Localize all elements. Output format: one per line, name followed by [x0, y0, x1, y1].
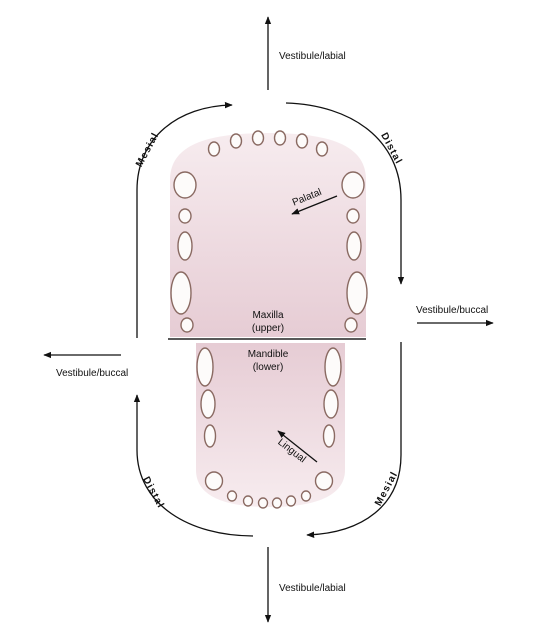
tooth-icon	[203, 424, 217, 448]
tooth-icon	[173, 171, 197, 199]
mesial-lower-label: Mesial	[373, 470, 400, 509]
tooth-icon	[251, 130, 265, 146]
maxilla-arch	[170, 130, 368, 337]
vestibule-labial-top-label: Vestibule/labial	[279, 51, 346, 62]
tooth-icon	[226, 490, 238, 502]
tooth-icon	[242, 495, 254, 507]
mesial-upper-label: Mesial	[134, 131, 161, 170]
tooth-icon	[257, 497, 269, 509]
vestibule-buccal-right-label: Vestibule/buccal	[416, 305, 488, 316]
tooth-icon	[322, 424, 336, 448]
mandible-arch	[196, 343, 345, 509]
tooth-icon	[295, 133, 309, 149]
distal-lower-label: Distal	[140, 475, 166, 511]
mandible-tongue-shape	[196, 343, 345, 507]
mandible-label: Mandible	[248, 349, 289, 360]
tooth-icon	[324, 347, 342, 387]
tooth-icon	[204, 471, 224, 491]
tooth-icon	[346, 271, 368, 315]
mesial-upper-arrow	[136, 101, 233, 338]
tooth-icon	[177, 231, 193, 261]
tooth-icon	[314, 471, 334, 491]
tooth-icon	[344, 317, 358, 333]
tooth-icon	[271, 497, 283, 509]
tooth-icon	[180, 317, 194, 333]
tooth-icon	[273, 130, 287, 146]
mesial-lower-arrow	[306, 342, 402, 538]
palatal-arrow	[291, 195, 338, 215]
tooth-icon	[346, 231, 362, 261]
tooth-icon	[323, 389, 339, 419]
tooth-icon	[207, 141, 221, 157]
tooth-icon	[178, 208, 192, 224]
vestibule-labial-bottom-label: Vestibule/labial	[279, 583, 346, 594]
tooth-icon	[200, 389, 216, 419]
maxilla-palate-shape	[170, 133, 366, 337]
tooth-icon	[285, 495, 297, 507]
tooth-icon	[196, 347, 214, 387]
tooth-icon	[229, 133, 243, 149]
mandible-sub-label: (lower)	[253, 362, 284, 373]
distal-lower-arrow	[133, 394, 254, 537]
distal-upper-arrow	[285, 102, 405, 285]
tooth-icon	[341, 171, 365, 199]
tooth-icon	[315, 141, 329, 157]
vestibule-buccal-left-label: Vestibule/buccal	[56, 368, 128, 379]
maxilla-label: Maxilla	[252, 310, 284, 321]
tooth-icon	[170, 271, 192, 315]
maxilla-sub-label: (upper)	[252, 323, 284, 334]
tooth-icon	[300, 490, 312, 502]
lingual-arrow	[277, 430, 318, 463]
tooth-icon	[346, 208, 360, 224]
distal-upper-label: Distal	[378, 131, 404, 167]
